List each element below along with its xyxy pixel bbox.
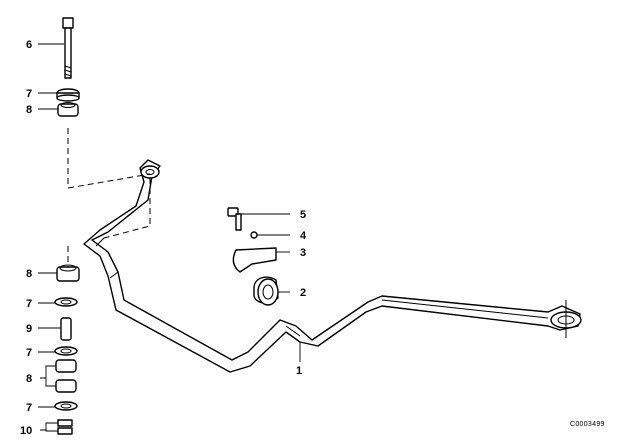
callout-nut-pair: 10 — [20, 425, 32, 437]
callout-washer-d: 7 — [26, 402, 32, 414]
bracket — [232, 247, 277, 273]
lower-washer-a — [54, 297, 78, 307]
callout-washer-a: 7 — [26, 88, 32, 100]
callout-bushings-pair: 8 — [26, 373, 32, 385]
rubber-mount — [253, 276, 279, 306]
assembly-guides — [67, 128, 151, 268]
lower-bushing — [56, 264, 80, 282]
stabilizer-bar — [83, 159, 582, 373]
link-bolt — [62, 17, 74, 79]
callout-bushing-a: 8 — [26, 104, 32, 116]
callouts: 6 7 8 8 7 9 7 8 7 10 5 4 3 2 1 — [20, 39, 307, 437]
callout-washer-c: 7 — [26, 347, 32, 359]
lower-washer-c — [54, 401, 78, 411]
callout-sleeve: 9 — [26, 323, 32, 335]
callout-bolt-upper: 5 — [300, 209, 306, 221]
lower-bushing-pair — [55, 359, 77, 393]
callout-link-bolt: 6 — [26, 39, 32, 51]
diagram-code: C0003499 — [570, 421, 605, 428]
lower-washer-b — [54, 346, 78, 356]
callout-bushing-b: 8 — [26, 268, 32, 280]
clamp-bolt — [227, 207, 242, 231]
callout-washer-b: 7 — [26, 298, 32, 310]
spacer-sleeve — [60, 317, 72, 341]
callout-washer-upper: 4 — [300, 230, 307, 242]
clamp-washer — [250, 231, 258, 239]
upper-bushing — [57, 102, 79, 117]
callout-bar: 1 — [296, 365, 302, 377]
callout-rubber-mount: 2 — [300, 287, 306, 299]
leader-lines — [38, 43, 301, 432]
upper-washer — [56, 88, 80, 102]
callout-bracket: 3 — [300, 247, 306, 259]
lower-nuts — [57, 419, 73, 435]
